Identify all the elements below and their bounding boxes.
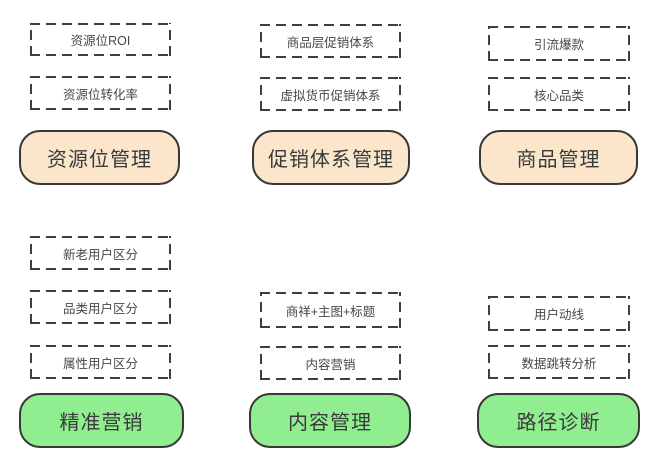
item-content-marketing[interactable]: 内容营销 [260,346,401,380]
node-path-diagnosis[interactable]: 路径诊断 [477,393,640,448]
node-product-management[interactable]: 商品管理 [479,130,638,185]
item-data-jump-analysis[interactable]: 数据跳转分析 [488,345,630,379]
node-precision-marketing[interactable]: 精准营销 [19,393,184,448]
item-traffic-hot-product[interactable]: 引流爆款 [488,26,630,61]
item-core-category[interactable]: 核心品类 [488,77,630,111]
item-resource-conversion-rate[interactable]: 资源位转化率 [30,76,171,110]
item-user-flow-path[interactable]: 用户动线 [488,296,630,331]
item-attribute-user-segment[interactable]: 属性用户区分 [30,345,171,379]
item-resource-roi[interactable]: 资源位ROI [30,23,171,56]
item-category-user-segment[interactable]: 品类用户区分 [30,290,171,324]
node-promo-system-management[interactable]: 促销体系管理 [252,130,410,185]
item-virtual-currency-promo-system[interactable]: 虚拟货币促销体系 [260,77,401,111]
node-resource-slot-management[interactable]: 资源位管理 [19,130,180,185]
item-new-old-user-segment[interactable]: 新老用户区分 [30,236,171,270]
item-detail-mainimage-title[interactable]: 商祥+主图+标题 [260,292,401,328]
item-product-level-promo-system[interactable]: 商品层促销体系 [260,24,401,58]
node-content-management[interactable]: 内容管理 [249,393,411,448]
